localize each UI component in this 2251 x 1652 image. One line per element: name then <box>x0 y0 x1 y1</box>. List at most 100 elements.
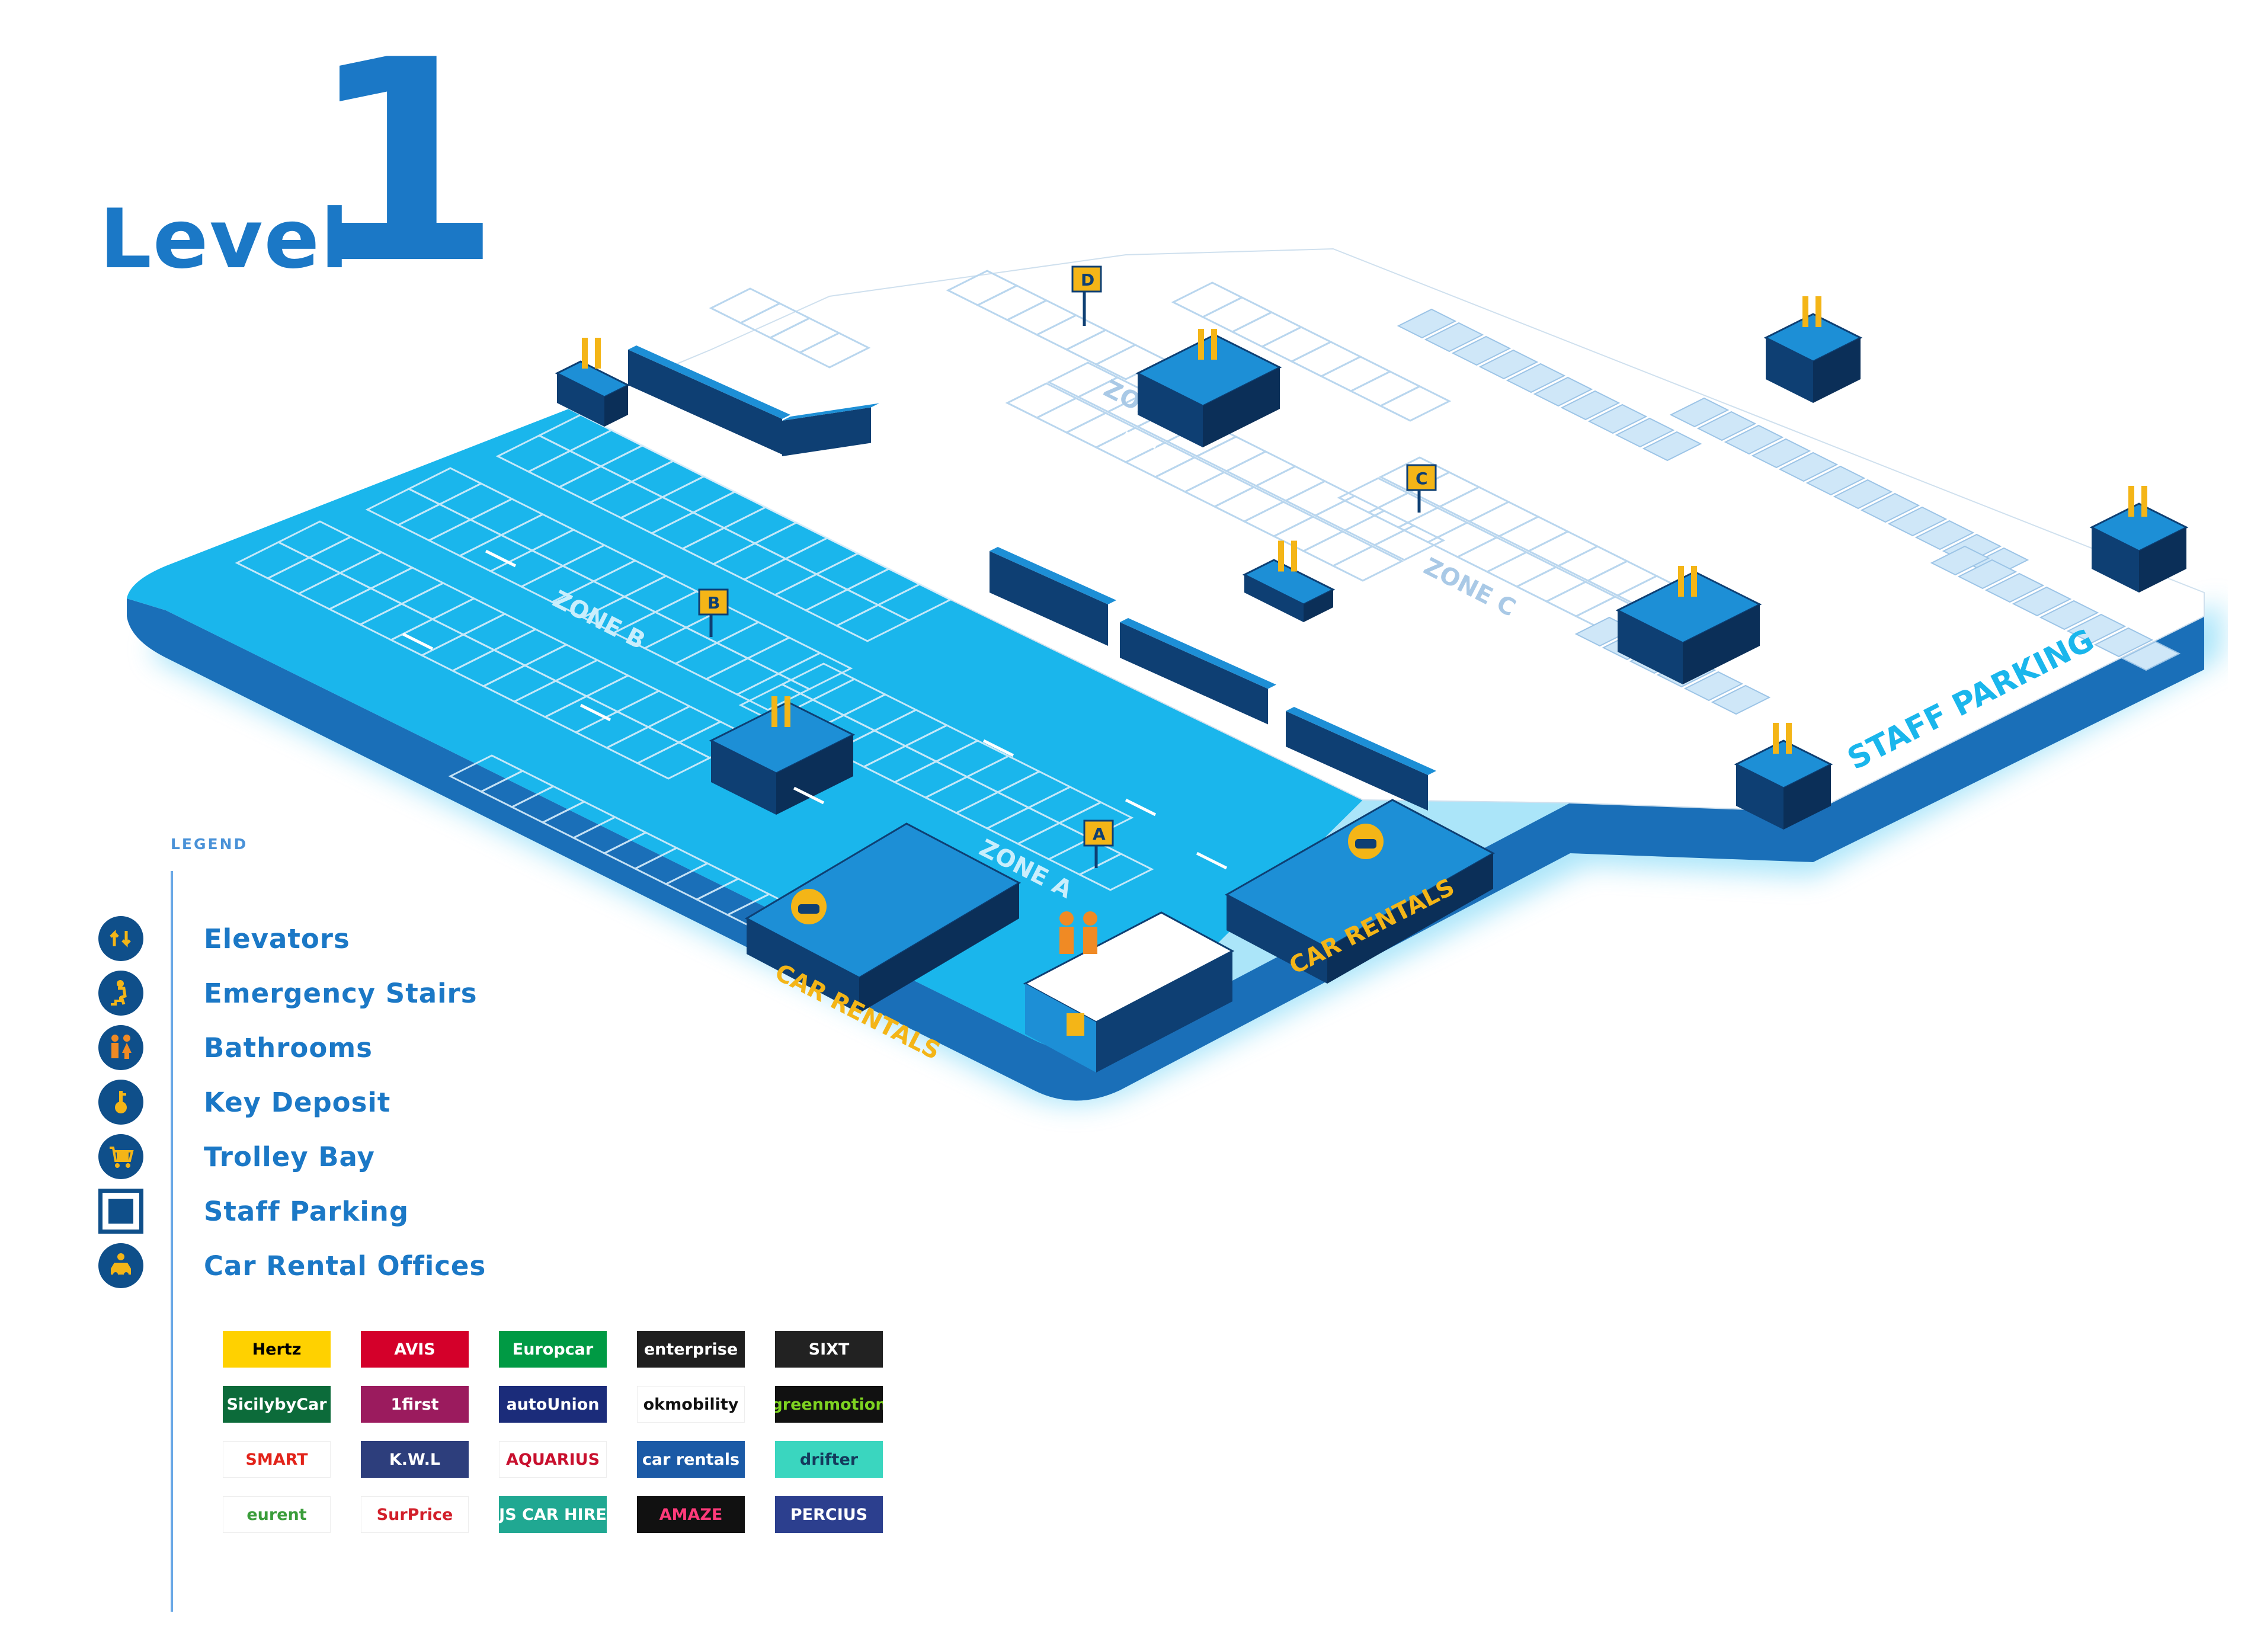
bathrooms-key-deposit-block[interactable] <box>1023 911 1235 1072</box>
legend-item-elevators: Elevators <box>98 916 572 961</box>
key-deposit-icon <box>98 1080 143 1125</box>
wall-top <box>1286 707 1436 775</box>
staff-parking-space <box>1914 520 1975 550</box>
wall-top <box>990 547 1116 604</box>
traffic-arrow <box>1729 549 1761 568</box>
staff-parking-space <box>1957 559 2018 590</box>
legend-title: LEGEND <box>171 835 248 853</box>
staff-parking-space <box>1711 684 1771 715</box>
trolley-bay-block-side <box>1244 575 1304 622</box>
floor-side <box>127 598 2204 1101</box>
staff-parking-space <box>1860 492 1920 523</box>
staff-parking-space <box>2039 600 2099 630</box>
parking-bay <box>709 287 782 324</box>
rental-logo-aquarius: AQUARIUS <box>499 1441 607 1478</box>
bathroom-icon <box>98 1025 143 1070</box>
staff-parking-space <box>1642 431 1702 462</box>
parking-bay <box>876 583 953 622</box>
car-rentals-east[interactable]: CAR RENTALS <box>1224 799 1496 984</box>
rental-logo-eurent: eurent <box>223 1496 331 1533</box>
staff-parking-space <box>1724 424 1784 455</box>
facility-blocks <box>555 296 2189 830</box>
wall-segment <box>1120 622 1268 725</box>
elevator-icon <box>98 916 143 961</box>
rental-logo-drifter: drifter <box>775 1441 883 1478</box>
floor-white-area <box>567 248 2205 813</box>
emergency-stairs-block-ne-front <box>1813 338 1861 403</box>
staff-parking-space <box>1560 390 1621 421</box>
traffic-arrow <box>402 632 434 651</box>
zone-sign-b: B <box>698 588 729 637</box>
staff-parking-spaces <box>1397 308 2181 715</box>
car-rental-west-icon <box>791 889 827 924</box>
traffic-arrow <box>1125 798 1157 817</box>
rental-logo-percius: PERCIUS <box>775 1496 883 1533</box>
legend-item-emergency-stairs: Emergency Stairs <box>98 971 572 1016</box>
staff-parking-space <box>1615 417 1675 448</box>
staff-parking-space <box>1587 404 1648 434</box>
legend-label-key-deposit: Key Deposit <box>204 1087 391 1118</box>
wall-top <box>782 403 879 421</box>
elevator-stair-block-zone-c-front <box>1683 604 1760 684</box>
wall-top <box>1120 618 1276 689</box>
wall-segment <box>1286 711 1428 811</box>
legend-label-elevators: Elevators <box>204 923 350 955</box>
legend-item-bathrooms: Bathrooms <box>98 1025 572 1070</box>
legend-item-car-rental-offices: Car Rental Offices <box>98 1243 572 1288</box>
parking-bay <box>1378 385 1452 422</box>
parking-bays-blue <box>235 414 1154 931</box>
elevator-arrow-up <box>2128 486 2134 517</box>
elevator-arrow-down <box>2141 486 2147 517</box>
elevator-stair-block-zone-d-front <box>1203 367 1280 447</box>
legend-label-car-rental-offices: Car Rental Offices <box>204 1250 486 1282</box>
rental-logo-avis: AVIS <box>361 1331 469 1368</box>
zone-sign-b-letter: B <box>707 593 720 613</box>
emergency-stairs-block-se-front <box>1783 764 1831 830</box>
emergency-stairs-block-se-side <box>1736 764 1783 830</box>
parking-bay <box>798 332 871 369</box>
traffic-arrow <box>1196 851 1228 870</box>
elevator-arrow-down <box>785 696 790 727</box>
emergency-stairs-block-e-front <box>2139 527 2186 593</box>
staff-parking-space <box>1451 335 1512 366</box>
elevator-arrow-down <box>1691 566 1697 597</box>
staff-parking-space <box>2093 627 2154 658</box>
elevator-arrow-down <box>1786 723 1792 754</box>
legend-label-staff-parking: Staff Parking <box>204 1196 409 1227</box>
rental-logo-1first: 1first <box>361 1386 469 1423</box>
rental-logo-k-w-l: K.W.L <box>361 1441 469 1478</box>
elevator-arrow-up <box>1678 566 1684 597</box>
level-title-word: Level <box>100 191 350 287</box>
staff-parking-space <box>1533 376 1593 407</box>
emergency-stairs-block-ne-side <box>1766 338 1813 403</box>
rental-logo-autounion: autoUnion <box>499 1386 607 1423</box>
parking-bay <box>776 652 853 690</box>
staff-parking-space <box>1669 397 1730 428</box>
elevator-arrow-down <box>1291 540 1297 572</box>
rental-logo-smart: SMART <box>223 1441 331 1478</box>
elevator-arrow-up <box>771 696 777 727</box>
staff-parking-space <box>1778 452 1839 482</box>
parking-bays-white <box>709 270 1736 677</box>
trolley-icon <box>98 1134 143 1179</box>
elevator-arrow-up <box>1198 329 1204 360</box>
traffic-arrows <box>402 431 1761 870</box>
elevator-stair-block-zone-d-side <box>1138 373 1203 447</box>
elevator-arrow-down <box>1211 329 1217 360</box>
floor-map[interactable]: ZONE A ZONE B ZONE C ZONE D A B C D CAR … <box>119 231 2228 1179</box>
level-title: Level 1 <box>95 24 510 302</box>
wall-segment <box>990 551 1108 646</box>
wall-segment <box>782 407 871 456</box>
zone-sign-a-letter: A <box>1093 824 1106 844</box>
parking-bay <box>1331 545 1404 582</box>
parking-bay <box>1077 853 1154 891</box>
staff-parking-space <box>1683 671 1744 702</box>
parking-bay <box>1057 801 1134 840</box>
elevator-arrow-down <box>1815 296 1821 327</box>
legend-item-staff-parking: Staff Parking <box>98 1189 572 1234</box>
rental-logo-okmobility: okmobility <box>637 1386 745 1423</box>
traffic-arrow <box>1125 431 1157 449</box>
staff-parking-space <box>2066 613 2127 644</box>
traffic-arrow <box>982 739 1014 757</box>
elevator-stair-block-zone-b-front <box>776 735 853 815</box>
